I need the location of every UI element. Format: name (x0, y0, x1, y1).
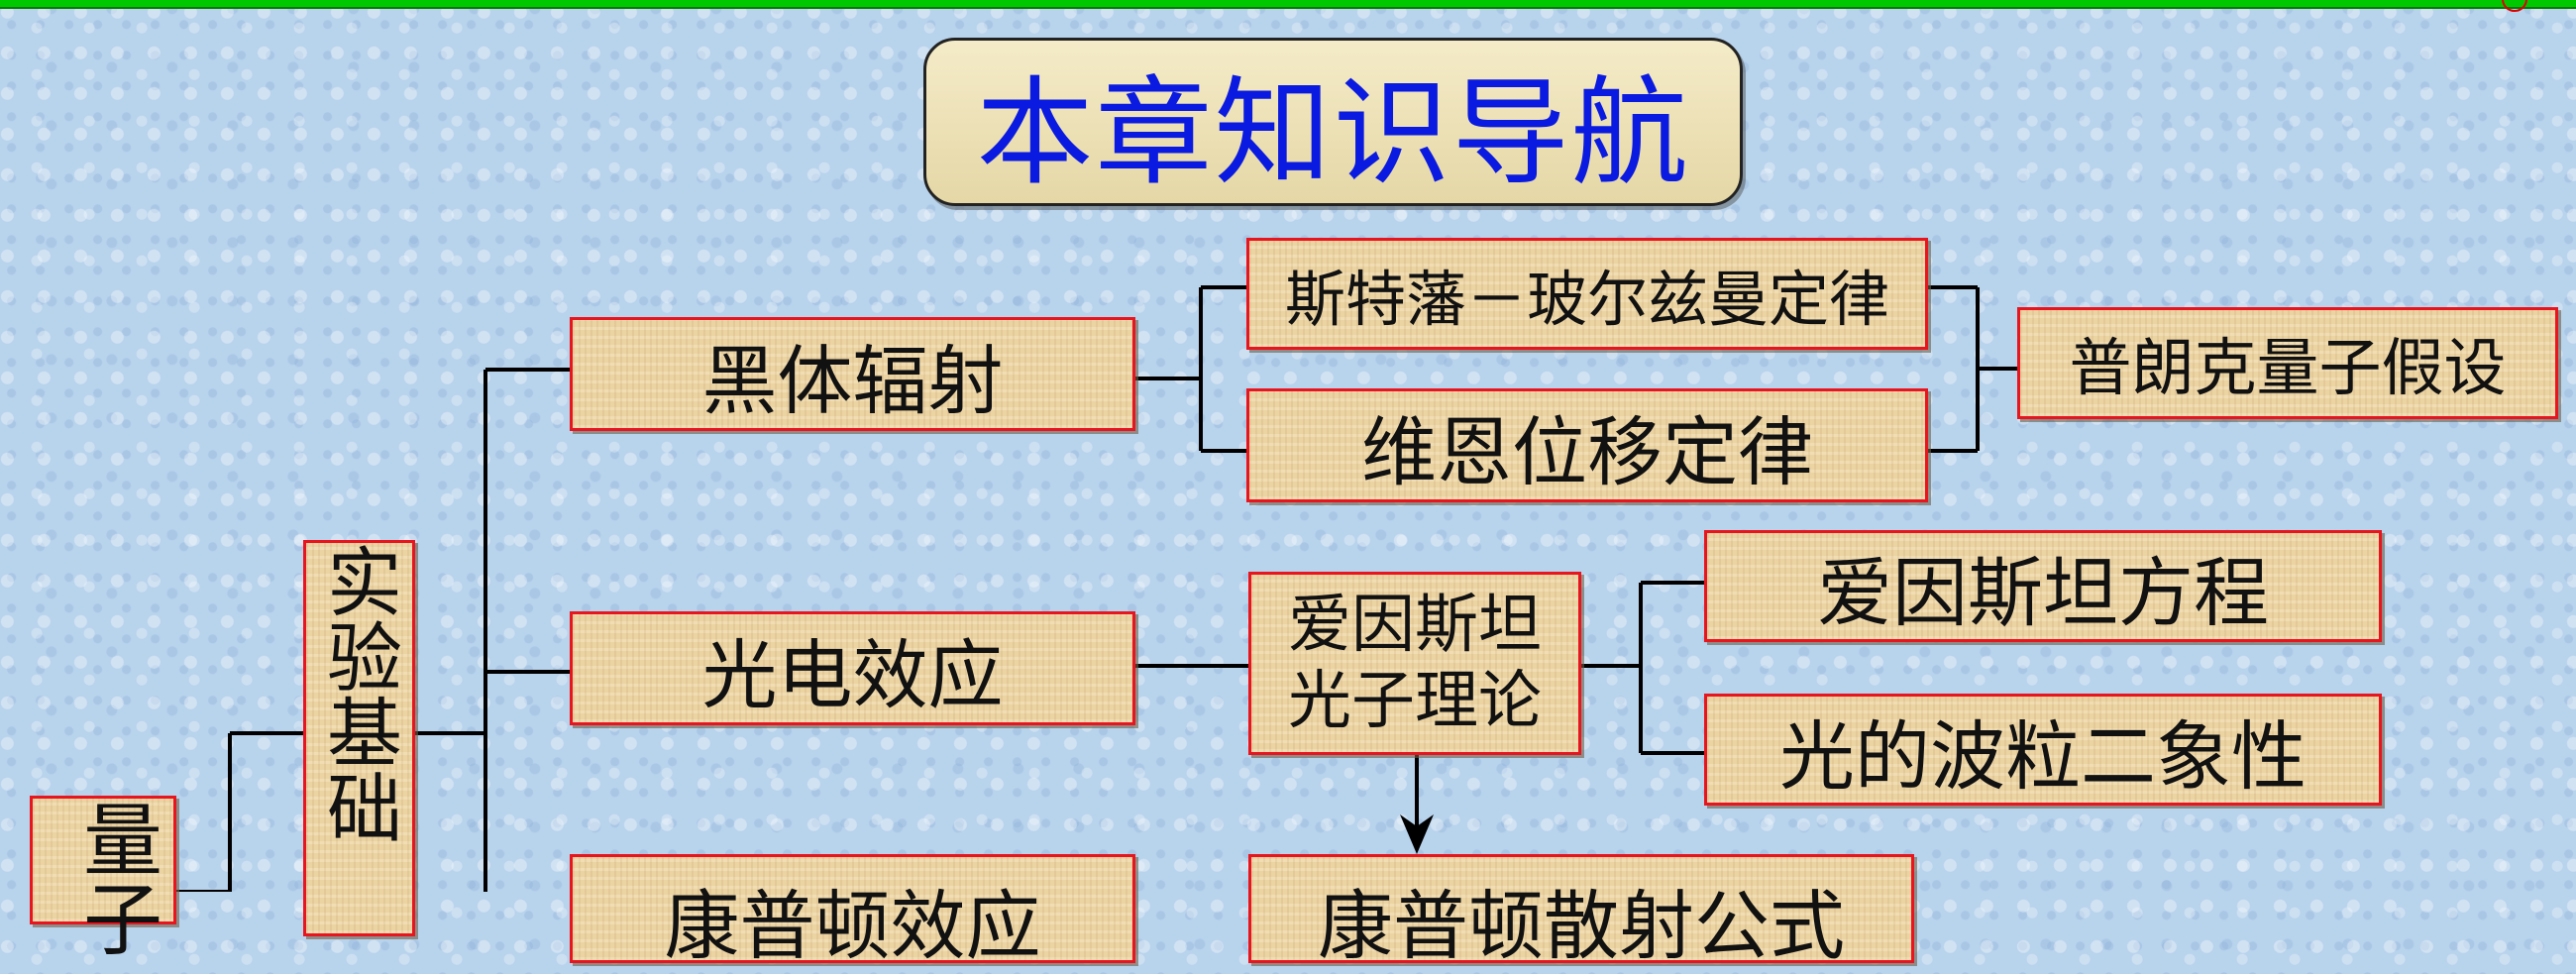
node-planck-quantum-hypothesis: 普朗克量子假设 (2017, 307, 2558, 419)
node-photoelectric-effect: 光电效应 (570, 611, 1135, 725)
node-quantum: 量子 (30, 796, 176, 957)
node-einstein-photon-theory: 爱因斯坦 光子理论 (1248, 572, 1581, 755)
node-einstein-equation: 爱因斯坦方程 (1704, 530, 2382, 642)
node-stefan-boltzmann-law: 斯特藩－玻尔兹曼定律 (1246, 238, 1928, 350)
connector-lines (176, 285, 2017, 892)
node-compton-scattering-formula: 康普顿散射公式 (1248, 854, 1914, 970)
page-title: 本章知识导航 (923, 38, 1743, 206)
node-wien-displacement-law: 维恩位移定律 (1246, 388, 1928, 502)
node-wave-particle-duality: 光的波粒二象性 (1704, 694, 2382, 806)
node-experiment-basis: 实验基础 (303, 540, 415, 936)
node-blackbody-radiation: 黑体辐射 (570, 317, 1135, 431)
arrow-down-icon (1400, 814, 1434, 854)
top-border-strip (0, 0, 2576, 9)
node-compton-effect: 康普顿效应 (570, 854, 1135, 970)
